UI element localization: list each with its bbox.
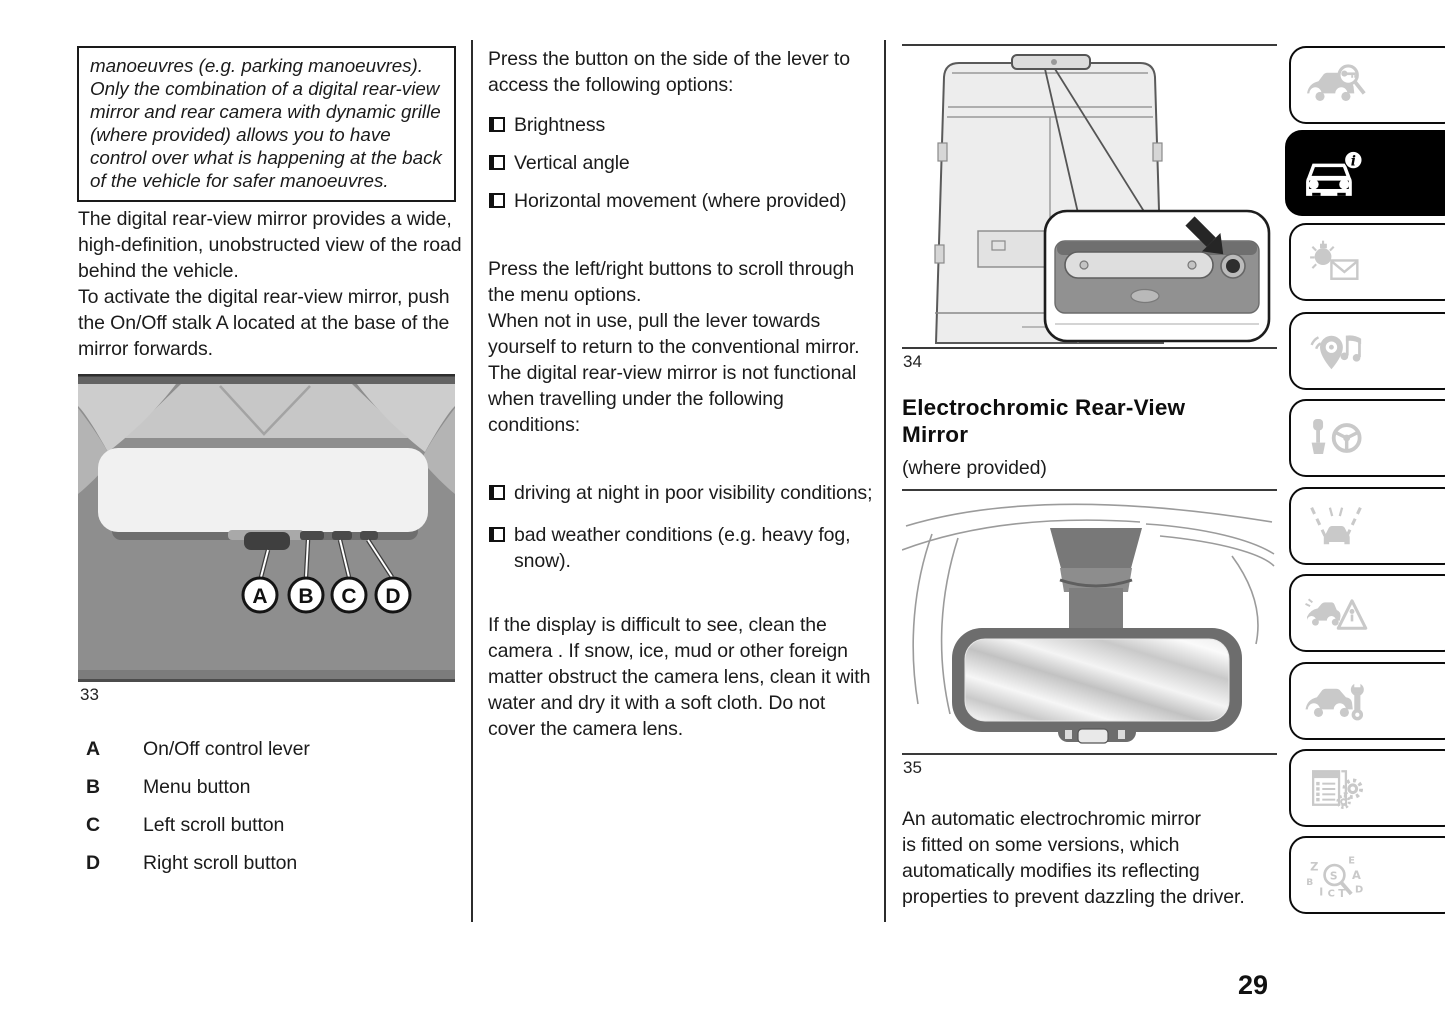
figure-35-electrochromic-mirror-illustration	[902, 503, 1275, 744]
list-item: bad weather conditions (e.g. heavy fog, …	[488, 522, 874, 574]
conditions-list: driving at night in poor visibility cond…	[488, 480, 874, 590]
checkbox-bullet-icon	[489, 485, 505, 500]
warning-lights-messages-icon	[1310, 240, 1359, 280]
digital-mirror-intro: The digital rear-view mirror provides a …	[78, 208, 462, 360]
legend-row: A On/Off control lever	[86, 736, 458, 762]
figure-33-legend: A On/Off control lever B Menu button C L…	[86, 736, 458, 888]
legend-label: Right scroll button	[143, 852, 298, 874]
driver-assistance-icon	[1310, 507, 1362, 545]
fig33-label-c: C	[341, 585, 356, 608]
fig33-label-a: A	[252, 585, 267, 608]
checkbox-bullet-icon	[489, 155, 505, 170]
option-label: Brightness	[514, 114, 606, 136]
list-item: Horizontal movement (where provided)	[488, 188, 874, 214]
checkbox-bullet-icon	[489, 117, 505, 132]
index-letter: S	[1330, 870, 1338, 883]
column-divider	[471, 40, 473, 922]
car-info-icon: i	[1306, 150, 1363, 196]
checkbox-bullet-icon	[489, 193, 505, 208]
legend-row: B Menu button	[86, 774, 458, 800]
list-item: driving at night in poor visibility cond…	[488, 480, 874, 506]
servicing-icon	[1305, 681, 1364, 721]
rule	[902, 347, 1277, 349]
option-label: Horizontal movement (where provided)	[514, 190, 847, 212]
rule	[902, 753, 1277, 755]
legend-row: C Left scroll button	[86, 812, 458, 838]
sidebar-tab-car-search[interactable]	[1289, 46, 1445, 124]
callout-arrow-icon	[1185, 216, 1224, 255]
index-letter: A	[1352, 868, 1361, 882]
sidebar-tab-multimedia-navigation[interactable]	[1289, 312, 1445, 390]
index-letter: I	[1319, 886, 1323, 899]
sidebar-tab-warning-lights-messages[interactable]	[1289, 223, 1445, 301]
figure-35-number: 35	[903, 758, 922, 777]
options-list: Brightness Vertical angle Horizontal mov…	[488, 112, 874, 226]
section-heading: Electrochromic Rear-View Mirror	[902, 395, 1186, 447]
legend-key: B	[86, 776, 100, 798]
index-letter: B	[1306, 878, 1313, 888]
svg-text:i: i	[1351, 153, 1356, 169]
sidebar-tab-index[interactable]: Z E B A I C T D S	[1289, 836, 1445, 914]
option-label: Vertical angle	[514, 152, 630, 174]
multimedia-navigation-icon	[1310, 335, 1362, 370]
continuation-note-box: manoeuvres (e.g. parking manoeuvres). On…	[77, 46, 456, 202]
figure-34-number: 34	[903, 352, 922, 371]
page-number: 29	[1238, 970, 1269, 1000]
cleaning-paragraph: If the display is difficult to see, clea…	[488, 614, 871, 740]
sidebar-tab-technical-data[interactable]	[1289, 749, 1445, 827]
rule	[902, 44, 1277, 46]
technical-data-icon	[1312, 770, 1364, 809]
sidebar-tab-car-info[interactable]: i	[1285, 130, 1445, 216]
figure-33-number: 33	[80, 685, 99, 704]
legend-key: C	[86, 814, 100, 836]
legend-row: D Right scroll button	[86, 850, 458, 876]
sidebar-tab-emergency[interactable]	[1289, 574, 1445, 652]
emergency-icon	[1305, 598, 1368, 630]
figure-33-digital-mirror-illustration: A B C D	[78, 374, 455, 682]
index-letter: E	[1348, 856, 1355, 867]
sidebar-tab-servicing[interactable]	[1289, 662, 1445, 740]
fig33-label-b: B	[298, 585, 313, 608]
figure-34-van-rear-illustration	[934, 54, 1271, 344]
condition-label: bad weather conditions (e.g. heavy fog, …	[514, 524, 851, 572]
section-subheading: (where provided)	[902, 457, 1047, 479]
index-letter: D	[1355, 885, 1363, 896]
column-divider	[884, 40, 886, 922]
scroll-menu-paragraph: Press the left/right buttons to scroll t…	[488, 258, 860, 436]
condition-label: driving at night in poor visibility cond…	[514, 482, 873, 504]
legend-label: On/Off control lever	[143, 738, 310, 760]
index-letter: Z	[1310, 859, 1318, 873]
electrochromic-paragraph: An automatic electrochromic mirror is fi…	[902, 808, 1245, 908]
fig33-label-d: D	[385, 585, 400, 608]
legend-key: A	[86, 738, 100, 760]
sidebar-tab-starting-driving[interactable]	[1289, 399, 1445, 477]
index-icon: Z E B A I C T D S	[1306, 856, 1363, 901]
legend-label: Menu button	[143, 776, 251, 798]
list-item: Vertical angle	[488, 150, 874, 176]
car-search-icon	[1307, 64, 1366, 101]
sidebar-tab-driver-assistance[interactable]	[1289, 487, 1445, 565]
rule	[902, 489, 1277, 491]
lever-button-paragraph: Press the button on the side of the leve…	[488, 48, 850, 96]
legend-label: Left scroll button	[143, 814, 285, 836]
starting-driving-icon	[1311, 418, 1362, 454]
index-letter: T	[1338, 887, 1346, 900]
list-item: Brightness	[488, 112, 874, 138]
legend-key: D	[86, 852, 100, 874]
checkbox-bullet-icon	[489, 527, 505, 542]
index-letter: C	[1328, 888, 1335, 899]
